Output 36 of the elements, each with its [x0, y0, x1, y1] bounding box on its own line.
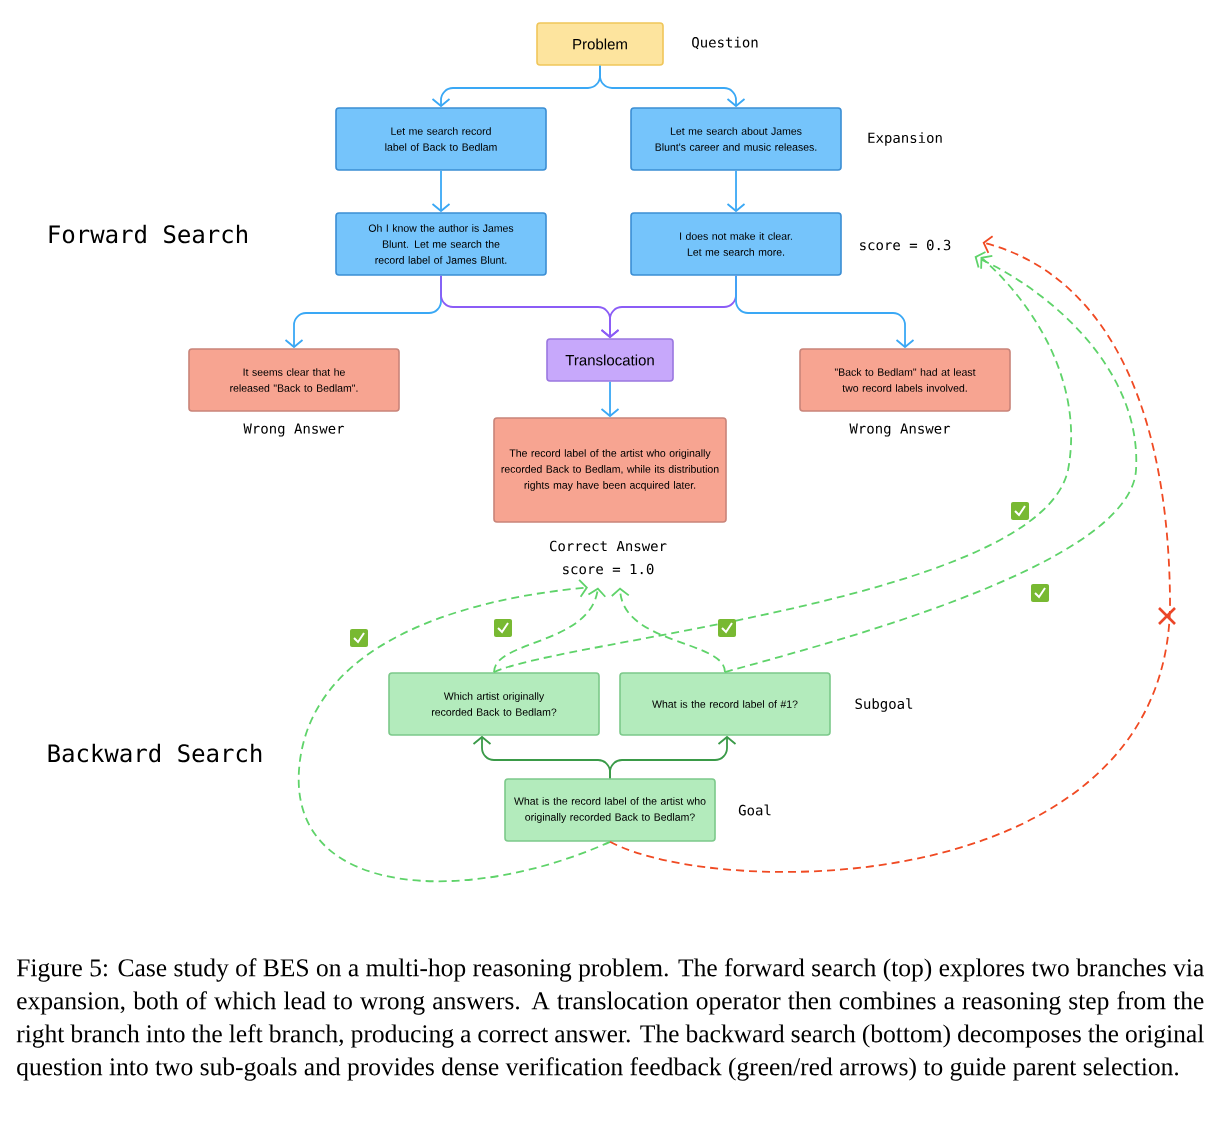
node-caption: Expansion [868, 132, 942, 146]
node-caption: score = 1.0 [563, 563, 654, 575]
node-caption: Wrong Answer [243, 423, 345, 437]
arrow [610, 587, 726, 674]
arrow [493, 587, 607, 674]
step-box: Let me search record label of Back to Bedlam [335, 107, 547, 171]
arrow [724, 251, 1137, 674]
node-caption: Subgoal [855, 698, 913, 712]
problem-box: Problem [536, 22, 664, 66]
node-caption: Correct Answer [549, 540, 667, 552]
goal-box: Which artist originally recorded Back to Bedlam? [388, 672, 600, 736]
arrow [609, 735, 737, 780]
operator-box: Translocation [546, 338, 674, 382]
arrow [493, 255, 1072, 674]
step-box: I does not make it clear. Let me search more. [630, 212, 842, 276]
step-box: Oh I know the author is James Blunt. Let me search the record label of James Blunt. [335, 212, 547, 276]
figure-caption: Figure 5: Case study of BES on a multi-hop reasoning problem. The forward search (top) explores two branches via expansion, both of which lead to wrong answers. A translocation operator then combines a reasoning step from the right branch into the left branch, producing a correct answer. The backward search (bottom) decomposes the original question into two sub-goals and provides dense verification feedback (green/red arrows) to guide parent selection. [16, 958, 1204, 1081]
arrow [735, 274, 915, 349]
node-caption: Wrong Answer [849, 423, 951, 437]
goal-box: What is the record label of #1? [619, 672, 831, 736]
arrow [609, 235, 1171, 873]
arrow [599, 64, 746, 108]
step-box: Let me search about James Blunt's career and music releases. [630, 107, 842, 171]
answer-box: It seems clear that he released "Back to Bedlam". [188, 348, 400, 412]
section-heading: Backward Search [48, 743, 262, 763]
arrow [298, 578, 611, 883]
answer-box: The record label of the artist who originally recorded Back to Bedlam, while its distribution rights may have been acquired later. [493, 417, 727, 523]
arrow [431, 169, 451, 213]
section-heading: Forward Search [49, 224, 247, 244]
node-caption: Question [692, 36, 758, 50]
arrow [726, 169, 746, 213]
node-caption: Goal [738, 804, 771, 816]
answer-box: "Back to Bedlam" had at least two record labels involved. [799, 348, 1011, 412]
arrow [600, 380, 620, 418]
goal-box: What is the record label of the artist who originally recorded Back to Bedlam? [504, 778, 716, 842]
node-caption: score = 0.3 [860, 239, 951, 251]
